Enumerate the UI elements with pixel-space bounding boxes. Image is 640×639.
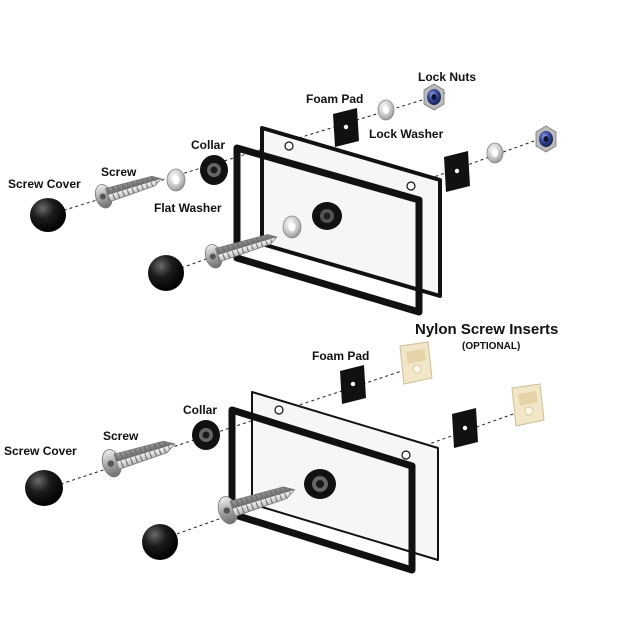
- bottom-lower-screw-icon: [217, 486, 296, 525]
- label-collar-bottom: Collar: [183, 403, 218, 417]
- top-lower-screw-cover-icon: [148, 255, 184, 291]
- bottom-lower-nylon-insert-icon: [511, 383, 545, 427]
- bottom-upper-screw-icon: [101, 440, 176, 478]
- bottom-lower-collar-icon: [304, 469, 336, 499]
- label-screw-top: Screw: [101, 165, 137, 179]
- bottom-frame: [228, 406, 416, 574]
- top-upper-collar-icon: [200, 155, 228, 185]
- label-lock-nuts: Lock Nuts: [418, 70, 477, 84]
- top-lower-screw-icon: [204, 234, 278, 269]
- top-cover-hole-right: [406, 181, 416, 191]
- bottom-cover-hole-right: [401, 450, 411, 460]
- top-upper-foam-pad-icon: [333, 108, 359, 147]
- label-foam-pad-bottom: Foam Pad: [312, 349, 370, 363]
- label-foam-pad-top: Foam Pad: [306, 92, 364, 106]
- bottom-upper-foam-pad-icon: [340, 365, 366, 404]
- top-upper-lock-washer-icon: [377, 99, 395, 121]
- label-flat-washer: Flat Washer: [154, 201, 222, 215]
- label-screw-cover-top: Screw Cover: [8, 177, 81, 191]
- top-upper-lock-nut-icon: [423, 83, 445, 111]
- top-lower-lock-washer-icon: [486, 142, 504, 164]
- top-lower-foam-pad-icon: [444, 151, 470, 192]
- bottom-lower-screw-cover-icon: [142, 524, 178, 560]
- top-upper-screw-icon: [94, 175, 162, 209]
- label-optional: (OPTIONAL): [462, 341, 521, 352]
- top-cover-hole-left: [284, 141, 294, 151]
- top-upper-flat-washer-icon: [166, 168, 186, 192]
- top-frame: [233, 144, 423, 316]
- bottom-upper-collar-icon: [192, 420, 220, 450]
- bottom-cover-hole-left: [274, 405, 284, 415]
- label-collar-top: Collar: [191, 138, 226, 152]
- bottom-diagram: [25, 341, 545, 574]
- bottom-upper-nylon-insert-icon: [399, 341, 433, 385]
- label-nylon-screw-inserts: Nylon Screw Inserts: [415, 321, 559, 338]
- top-upper-screw-cover-icon: [30, 198, 66, 232]
- label-lock-washer: Lock Washer: [369, 127, 444, 141]
- top-diagram: [30, 83, 557, 316]
- label-screw-bottom: Screw: [103, 429, 139, 443]
- bottom-lower-foam-pad-icon: [452, 408, 478, 448]
- label-screw-cover-bottom: Screw Cover: [4, 444, 77, 458]
- top-lower-flat-washer-icon: [282, 215, 302, 239]
- bottom-upper-screw-cover-icon: [25, 470, 63, 506]
- top-lower-collar-icon: [312, 202, 342, 230]
- top-lower-lock-nut-icon: [535, 125, 557, 153]
